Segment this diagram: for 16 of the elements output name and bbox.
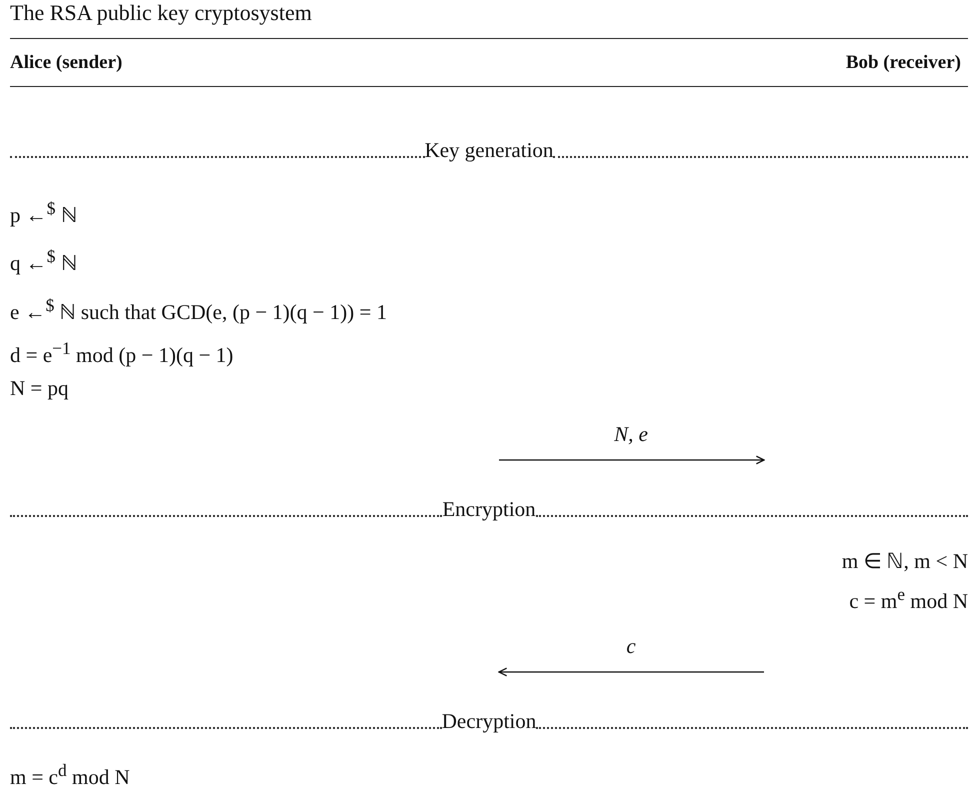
section-heading: Encryption: [442, 497, 536, 522]
message-label: c: [626, 634, 636, 659]
participant-heading: Bob (receiver): [846, 52, 961, 74]
participant-heading: Alice (sender): [10, 52, 122, 74]
section-heading: Decryption: [442, 709, 536, 734]
title: The RSA public key cryptosystem: [10, 0, 312, 26]
formula: e ←$^{$}$ ℕ such that GCD(e, (p − 1)(q − 1)) = 1: [10, 295, 387, 325]
formula: c = m$^{e}$ mod N: [849, 584, 968, 614]
section-heading: Key generation: [424, 138, 554, 163]
formula: N = pq: [10, 376, 69, 401]
formula: q ←$^{$}$ ℕ: [10, 246, 77, 276]
message-label: N, e: [614, 422, 648, 447]
formula: d = e$^{−1}$ mod (p − 1)(q − 1): [10, 338, 234, 368]
formula: m ∈ ℕ, m < N: [842, 549, 968, 574]
formula: p ←$^{$}$ ℕ: [10, 198, 77, 228]
formula: m = c$^{d}$ mod N: [10, 760, 130, 790]
